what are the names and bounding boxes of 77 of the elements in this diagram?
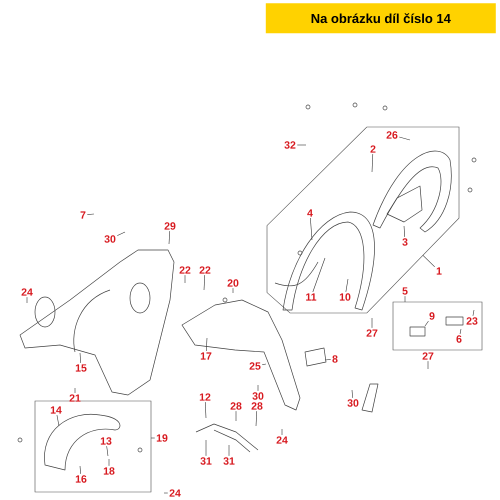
leader-line: [87, 214, 94, 215]
leader-line: [262, 364, 266, 365]
callout-number: 27: [366, 329, 378, 337]
hexagon-frame: [266, 126, 460, 314]
leader-line: [256, 410, 258, 426]
callout-number: 6: [456, 335, 462, 343]
leader-line: [346, 278, 348, 292]
callout-number: 3: [402, 238, 408, 246]
callout-number: 13: [100, 437, 112, 445]
callout-number: 15: [76, 364, 87, 372]
callout-number: 31: [200, 457, 212, 465]
leader-line: [424, 320, 429, 326]
leader-line: [206, 338, 208, 352]
callout-number: 24: [170, 489, 181, 497]
callout-number: 2: [370, 145, 376, 153]
leader-line: [108, 458, 110, 466]
leader-line: [310, 218, 312, 240]
callout-number: 21: [70, 394, 81, 402]
callout-number: 16: [76, 475, 86, 483]
callout-number: 19: [156, 434, 168, 442]
group-frame: [392, 302, 482, 350]
group-frame: [34, 400, 152, 492]
leader-line: [80, 352, 81, 364]
callout-number: 28: [252, 402, 262, 410]
callout-number: 18: [104, 467, 114, 475]
callout-number: 22: [180, 266, 190, 274]
callout-number: 17: [200, 352, 212, 360]
leader-line: [296, 144, 306, 146]
leader-line: [204, 402, 206, 418]
leader-line: [164, 492, 168, 494]
callout-number: 23: [466, 317, 478, 325]
callout-number: 5: [402, 287, 408, 295]
callout-number: 22: [200, 266, 210, 274]
callout-number: 14: [50, 406, 62, 414]
callout-number: 20: [228, 279, 238, 287]
callout-number: 31: [223, 457, 235, 465]
leader-line: [352, 390, 353, 398]
title-banner: Na obrázku díl číslo 14: [266, 3, 496, 34]
leader-line: [26, 296, 28, 304]
callout-number: 9: [429, 312, 435, 320]
leader-line: [312, 258, 326, 292]
leader-line: [204, 274, 206, 290]
callout-number: 12: [200, 393, 210, 401]
callout-number: 32: [284, 141, 296, 149]
callout-number: 7: [80, 211, 86, 219]
callout-number: 30: [104, 235, 116, 243]
leader-line: [74, 388, 76, 394]
callout-number: 10: [340, 293, 350, 301]
leader-line: [184, 274, 186, 284]
leader-line: [404, 296, 406, 302]
leader-line: [372, 154, 374, 172]
callout-number: 30: [252, 392, 264, 400]
leader-line: [398, 136, 410, 140]
leader-line: [422, 255, 435, 268]
leader-line: [80, 466, 81, 474]
callout-number: 27: [422, 352, 434, 360]
callout-number: 25: [250, 362, 261, 370]
leader-line: [228, 444, 230, 456]
callout-number: 11: [306, 293, 316, 301]
callout-number: 30: [347, 399, 358, 407]
callout-number: 28: [230, 402, 242, 410]
callout-number: 4: [307, 209, 313, 217]
leader-line: [116, 232, 126, 236]
callout-number: 24: [22, 288, 33, 296]
callout-number: 24: [276, 436, 288, 444]
leader-line: [232, 288, 234, 294]
leader-line: [472, 310, 474, 316]
leader-line: [106, 446, 108, 456]
leader-line: [56, 414, 60, 426]
callout-number: 1: [436, 267, 442, 275]
callout-number: 26: [386, 131, 398, 139]
leader-line: [168, 230, 170, 244]
callout-number: 29: [164, 222, 176, 230]
leader-line: [404, 226, 405, 238]
leader-line: [324, 359, 331, 360]
callout-number: 8: [332, 355, 338, 363]
leader-line: [460, 328, 462, 334]
